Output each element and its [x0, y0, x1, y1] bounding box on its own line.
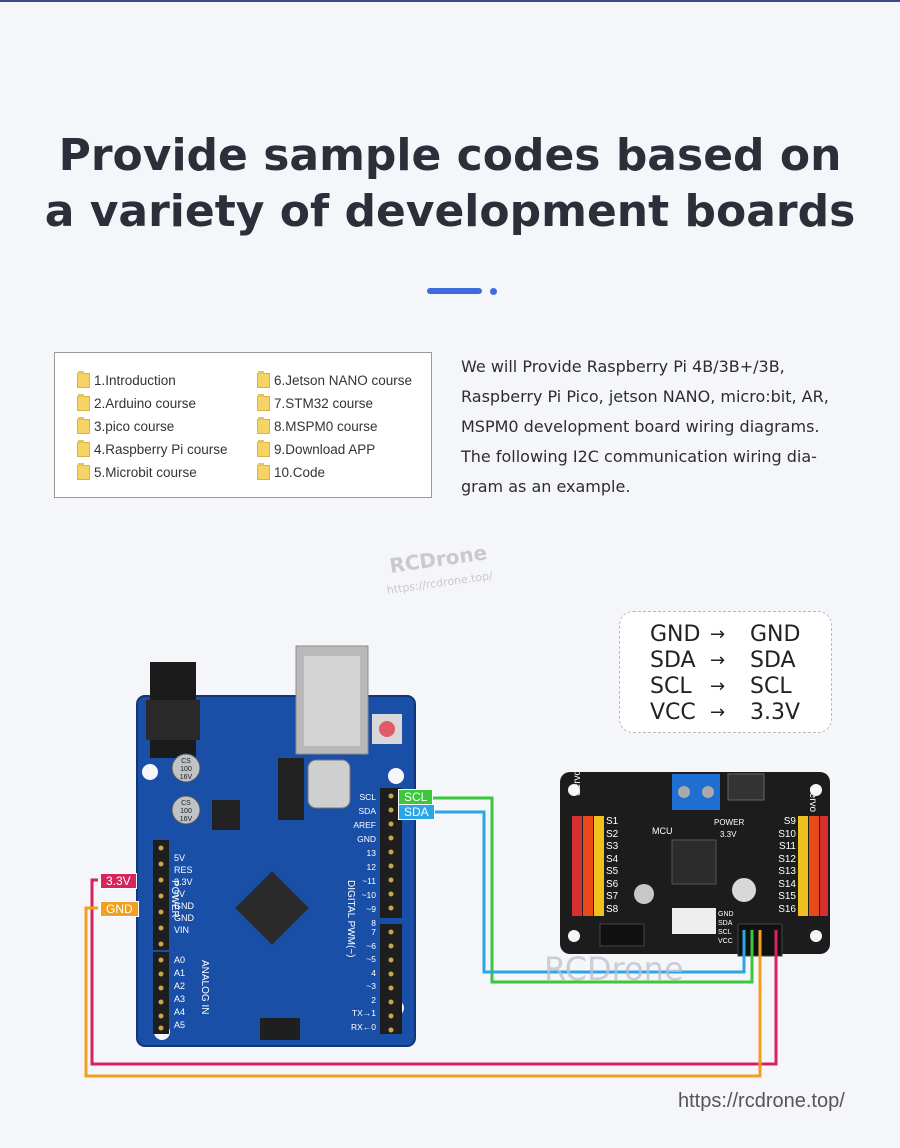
arduino-analog-label: ANALOG IN	[199, 960, 210, 1015]
folder-item[interactable]: 6.Jetson NANO course	[257, 371, 412, 388]
mcu-label: MCU	[652, 826, 673, 836]
course-folder-list: 1.Introduction 2.Arduino course 3.pico c…	[54, 352, 432, 498]
folder-icon	[257, 417, 270, 434]
intro-line: The following I2C communication wiring d…	[461, 447, 817, 466]
servo-header-pin-labels: GND SDA SCL VCC	[718, 911, 734, 945]
folder-icon	[77, 417, 90, 434]
headline-line-1: Provide sample codes based on	[58, 130, 842, 181]
intro-paragraph: We will Provide Raspberry Pi 4B/3B+/3B, …	[461, 352, 881, 502]
mapping-row: GND→GND	[650, 622, 801, 647]
folder-icon	[77, 394, 90, 411]
servo-side-label: Servo	[807, 786, 818, 813]
arduino-board	[136, 645, 416, 1047]
folder-icon	[257, 463, 270, 480]
pin-mapping-box: GND→GND SDA→SDA SCL→SCL VCC→3.3V	[619, 611, 832, 733]
sda-wire	[428, 810, 746, 974]
headline-line-2: a variety of development boards	[44, 186, 856, 237]
decorative-bar	[427, 288, 482, 294]
v33-tag: 3.3V	[100, 873, 137, 889]
capacitor-label: CS 100 16V	[179, 758, 193, 781]
folder-icon	[257, 440, 270, 457]
mapping-row: SCL→SCL	[650, 674, 792, 699]
folder-item[interactable]: 8.MSPM0 course	[257, 417, 378, 434]
capacitor-label: CS 100 16V	[179, 800, 193, 823]
folder-item[interactable]: 4.Raspberry Pi course	[77, 440, 228, 457]
watermark-overlay: RCDrone	[544, 950, 684, 988]
page-headline: Provide sample codes based on a variety …	[0, 128, 900, 240]
wires	[84, 796, 778, 1078]
sda-tag: SDA	[398, 804, 435, 820]
intro-line: Raspberry Pi Pico, jetson NANO, micro:bi…	[461, 387, 829, 406]
top-rule	[0, 0, 900, 2]
folder-icon	[77, 440, 90, 457]
power-label: POWER	[714, 818, 745, 827]
folder-item[interactable]: 2.Arduino course	[77, 394, 196, 411]
voltage-label: 3.3V	[720, 830, 737, 839]
intro-line: MSPM0 development board wiring diagrams.	[461, 417, 820, 436]
arduino-analog-header-labels: A0 A1 A2 A3 A4 A5	[174, 955, 186, 1030]
folder-item[interactable]: 10.Code	[257, 463, 325, 480]
folder-item[interactable]: 1.Introduction	[77, 371, 176, 388]
intro-line: gram as an example.	[461, 477, 631, 496]
v33-wire	[90, 878, 778, 1066]
mapping-row: VCC→3.3V	[650, 700, 801, 725]
folder-icon	[257, 394, 270, 411]
folder-icon	[257, 371, 270, 388]
intro-line: We will Provide Raspberry Pi 4B/3B+/3B,	[461, 357, 785, 376]
gnd-tag: GND	[100, 901, 139, 917]
folder-item[interactable]: 3.pico course	[77, 417, 174, 434]
folder-item[interactable]: 5.Microbit course	[77, 463, 197, 480]
arduino-power-label: POWER	[169, 880, 180, 918]
servo-left-channel-labels: S1 S2 S3 S4 S5 S6 S7 S8	[606, 816, 619, 915]
servo-driver-board	[560, 772, 830, 957]
folder-icon	[77, 371, 90, 388]
arduino-digital-label: DIGITAL PWM(~)	[345, 880, 356, 958]
arduino-digital-lower-labels: 7 ~6 ~5 4 ~3 2 TX→1 RX←0	[350, 927, 376, 1032]
decorative-dot	[490, 288, 497, 295]
folder-item[interactable]: 9.Download APP	[257, 440, 375, 457]
mapping-row: SDA→SDA	[650, 648, 796, 673]
folder-icon	[77, 463, 90, 480]
servo-right-channel-labels: S9 S10 S11 S12 S13 S14 S15 S16	[778, 816, 796, 915]
gnd-wire	[84, 906, 762, 1078]
scl-tag: SCL	[398, 789, 434, 805]
scl-wire	[428, 796, 754, 984]
servo-side-label: Servo	[572, 769, 583, 796]
arduino-power-header-labels: 5V RES 3.3V 5V GND GND VIN	[174, 853, 194, 935]
arduino-digital-upper-labels: SCL SDA AREF GND 13 12 ~11 ~10 ~9 8	[353, 792, 376, 928]
footer-url[interactable]: https://rcdrone.top/	[678, 1090, 845, 1112]
folder-item[interactable]: 7.STM32 course	[257, 394, 373, 411]
